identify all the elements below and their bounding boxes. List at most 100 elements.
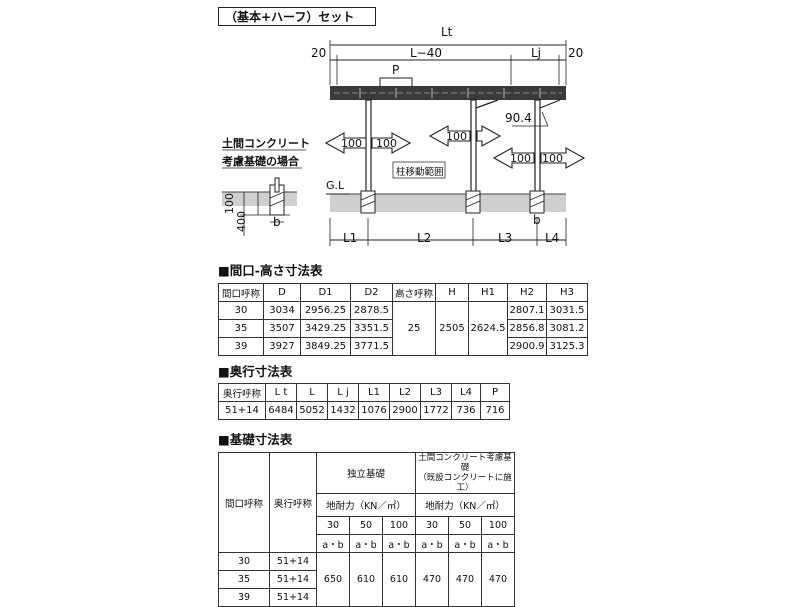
table-cell: 6484 <box>265 401 297 420</box>
table-row: a・b a・b a・b a・b a・b a・b <box>219 534 515 553</box>
group2-line1: 土間コンクリート考慮基礎 <box>418 453 512 473</box>
l2-label: L2 <box>417 231 432 245</box>
header-cell: H3 <box>546 283 588 302</box>
dim-b-label-left: b <box>273 215 281 229</box>
page-title: （基本+ハーフ）セット <box>218 7 376 26</box>
table-cell: 1432 <box>327 401 359 420</box>
header-cell: L2 <box>389 383 421 402</box>
dim-90-4-label: 90.4 <box>505 111 532 125</box>
table-cell: 1076 <box>358 401 390 420</box>
header-cell: P <box>480 383 510 402</box>
header-cell: 50 <box>349 516 383 535</box>
table3-heading: ■基礎寸法表 <box>218 432 293 447</box>
header-cell: 間口呼称 <box>218 283 264 302</box>
header-cell: L1 <box>358 383 390 402</box>
table-row: 間口呼称 D D1 D2 高さ呼称 H H1 H2 H3 <box>218 283 588 302</box>
header-cell: 高さ呼称 <box>392 283 436 302</box>
header-cell: D1 <box>300 283 351 302</box>
table-row: 39 3927 3849.25 3771.5 2900.9 3125.3 <box>218 337 588 356</box>
table-cell: 3849.25 <box>300 337 351 356</box>
table-cell: 610 <box>382 552 416 607</box>
table-cell: 30 <box>218 552 270 571</box>
table-cell: 39 <box>218 337 264 356</box>
table-cell: 1772 <box>420 401 452 420</box>
table-cell: 3429.25 <box>300 319 351 338</box>
table-cell: 51+14 <box>269 570 317 589</box>
width-height-table: 間口呼称 D D1 D2 高さ呼称 H H1 H2 H3 30 3034 295… <box>218 283 588 356</box>
header-cell: 30 <box>415 516 449 535</box>
table-cell: 650 <box>316 552 350 607</box>
table-cell: 35 <box>218 570 270 589</box>
table-row: 30 51+14 650 610 610 470 470 470 <box>218 552 515 607</box>
arrow-label-2: 100 <box>376 137 397 150</box>
table-cell: 610 <box>349 552 383 607</box>
header-cell: 100 <box>481 516 515 535</box>
table-cell: 51+14 <box>269 588 317 607</box>
table-cell: 736 <box>451 401 481 420</box>
table-cell: 2624.5 <box>468 301 508 356</box>
l4-label: L4 <box>545 231 560 245</box>
note-line-1: 土間コンクリート <box>222 137 310 150</box>
header-cell: H2 <box>507 283 547 302</box>
dim-b-label-right: b <box>533 213 541 227</box>
header-cell: 30 <box>316 516 350 535</box>
header-cell: 地耐力（KN／㎡） <box>316 493 416 517</box>
table1-heading: ■間口-高さ寸法表 <box>218 263 323 278</box>
table-cell: 2956.25 <box>300 301 351 320</box>
header-cell: a・b <box>349 534 383 553</box>
header-cell: L j <box>327 383 359 402</box>
table-cell: 2900.9 <box>507 337 547 356</box>
table-cell: 3351.5 <box>350 319 393 338</box>
table-cell: 2505 <box>435 301 469 356</box>
table-cell: 3771.5 <box>350 337 393 356</box>
table-cell: 470 <box>481 552 515 607</box>
table-cell: 2807.1 <box>507 301 547 320</box>
header-cell: L <box>296 383 328 402</box>
table-row: 奥行呼称 L t L L j L1 L2 L3 L4 P <box>218 383 510 402</box>
column-range-label: 柱移動範囲 <box>396 167 444 178</box>
table-cell: 3081.2 <box>546 319 588 338</box>
gl-label: G.L <box>326 179 345 192</box>
header-cell: a・b <box>448 534 482 553</box>
table-row: 35 51+14 <box>218 570 515 589</box>
table-row: 30 3034 2956.25 2878.5 25 2505 2624.5 28… <box>218 301 588 356</box>
table-cell: 5052 <box>296 401 328 420</box>
table-cell: 51+14 <box>218 401 266 420</box>
header-cell: a・b <box>481 534 515 553</box>
p-label: P <box>392 63 400 77</box>
table-cell: 3927 <box>263 337 301 356</box>
table-row: 51+14 6484 5052 1432 1076 2900 1772 736 … <box>218 401 510 420</box>
table-cell: 2856.8 <box>507 319 547 338</box>
dim-400-label: 400 <box>235 211 248 232</box>
table-cell: 3507 <box>263 319 301 338</box>
foundation-table: 間口呼称 奥行呼称 独立基礎 土間コンクリート考慮基礎 （既設コンクリートに施工… <box>218 452 515 607</box>
header-cell: L3 <box>420 383 452 402</box>
header-cell: 独立基礎 <box>316 452 416 494</box>
header-cell: 奥行呼称 <box>218 383 266 402</box>
l40-label: L−40 <box>410 46 443 60</box>
header-cell: 奥行呼称 <box>269 452 317 553</box>
depth-table: 奥行呼称 L t L L j L1 L2 L3 L4 P 51+14 6484 … <box>218 383 510 420</box>
header-cell: L4 <box>451 383 481 402</box>
header-cell: H1 <box>468 283 508 302</box>
group2-line2: （既設コンクリートに施工） <box>418 473 512 493</box>
header-cell: 間口呼称 <box>218 452 270 553</box>
header-cell: L t <box>265 383 297 402</box>
header-cell: H <box>435 283 469 302</box>
header-cell: D2 <box>350 283 393 302</box>
arrow-label-5: 100 <box>542 152 563 165</box>
table2-heading: ■奥行寸法表 <box>218 364 293 379</box>
header-cell: a・b <box>382 534 416 553</box>
table-cell: 470 <box>415 552 449 607</box>
header-cell: 土間コンクリート考慮基礎 （既設コンクリートに施工） <box>415 452 515 494</box>
header-cell: 100 <box>382 516 416 535</box>
table-cell: 716 <box>480 401 510 420</box>
note-line-2: 考慮基礎の場合 <box>222 155 299 168</box>
lt-label: Lt <box>441 25 453 39</box>
table-cell: 25 <box>392 301 436 356</box>
l1-label: L1 <box>343 231 358 245</box>
table-cell: 2878.5 <box>350 301 393 320</box>
header-cell: 地耐力（KN／㎡） <box>415 493 515 517</box>
arrow-label-1: 100 <box>341 137 362 150</box>
